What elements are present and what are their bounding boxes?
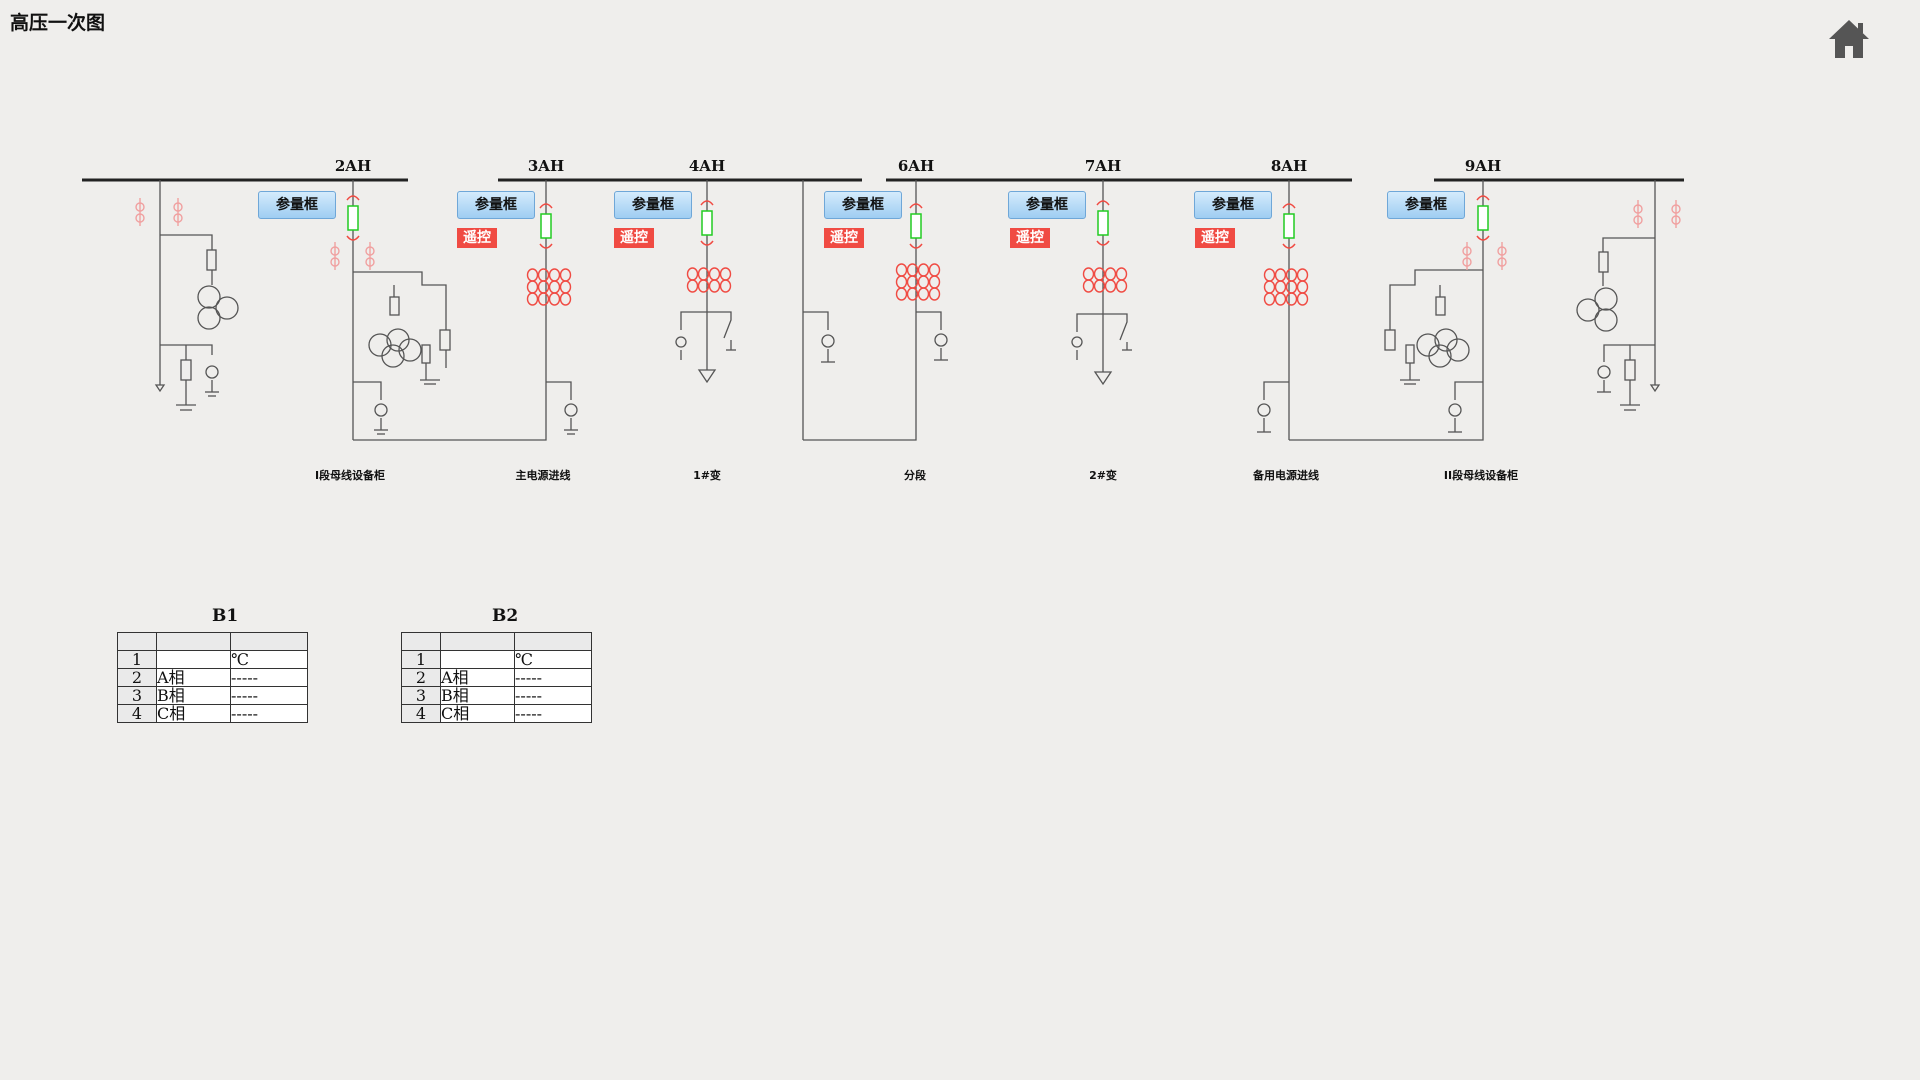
page-title: 高压一次图 — [10, 12, 106, 34]
remote-tag-3[interactable]: 遥控 — [614, 228, 654, 248]
param-button-1[interactable]: 参量框 — [258, 191, 336, 219]
disconnect-bottom-icon — [1282, 243, 1296, 249]
table-row: 1℃ — [117, 650, 308, 669]
surge-arrester-icon — [1671, 200, 1681, 228]
disconnect-bottom-icon — [346, 235, 360, 241]
feeder-label-1: I段母线设备柜 — [314, 469, 386, 482]
breaker-closed-icon[interactable] — [1097, 210, 1109, 236]
surge-arrester-icon — [1462, 242, 1472, 270]
surge-arrester-icon — [135, 198, 145, 226]
surge-arrester-icon — [1497, 242, 1507, 270]
current-transformer-icon — [1263, 268, 1309, 306]
breaker-closed-icon[interactable] — [540, 213, 552, 239]
param-button-6[interactable]: 参量框 — [1194, 191, 1272, 219]
feeder-label-7: II段母线设备柜 — [1443, 469, 1519, 482]
param-button-3[interactable]: 参量框 — [614, 191, 692, 219]
feeder-label-4: 分段 — [904, 469, 926, 482]
disconnect-top-icon — [700, 200, 714, 206]
bus-label-7: 9AH — [1464, 157, 1502, 175]
table-b2-title: B2 — [492, 606, 519, 626]
disconnect-bottom-icon — [700, 240, 714, 246]
remote-tag-5[interactable]: 遥控 — [1010, 228, 1050, 248]
disconnect-top-icon — [539, 203, 553, 209]
bus-label-2: 3AH — [527, 157, 565, 175]
breaker-closed-icon[interactable] — [910, 213, 922, 239]
disconnect-top-icon — [1096, 200, 1110, 206]
current-transformer-icon — [895, 263, 941, 301]
disconnect-top-icon — [909, 203, 923, 209]
disconnect-top-icon — [1476, 195, 1490, 201]
param-button-5[interactable]: 参量框 — [1008, 191, 1086, 219]
surge-arrester-icon — [1633, 200, 1643, 228]
current-transformer-icon — [1082, 267, 1128, 293]
param-button-7[interactable]: 参量框 — [1387, 191, 1465, 219]
bus-label-1: 2AH — [334, 157, 372, 175]
disconnect-bottom-icon — [909, 243, 923, 249]
feeder-label-2: 主电源进线 — [515, 469, 571, 482]
disconnect-bottom-icon — [539, 243, 553, 249]
disconnect-top-icon — [346, 195, 360, 201]
feeder-label-6: 备用电源进线 — [1253, 469, 1319, 482]
bus-label-4: 6AH — [897, 157, 935, 175]
table-row: 1℃ — [401, 650, 592, 669]
disconnect-bottom-icon — [1096, 240, 1110, 246]
param-button-2[interactable]: 参量框 — [457, 191, 535, 219]
bus-label-6: 8AH — [1270, 157, 1308, 175]
remote-tag-4[interactable]: 遥控 — [824, 228, 864, 248]
table-b1-title: B1 — [212, 606, 239, 626]
breaker-closed-icon[interactable] — [347, 205, 359, 231]
current-transformer-icon — [526, 268, 572, 306]
feeder-label-5: 2#变 — [1089, 469, 1117, 482]
bus-label-3: 4AH — [688, 157, 726, 175]
remote-tag-2[interactable]: 遥控 — [457, 228, 497, 248]
disconnect-bottom-icon — [1476, 235, 1490, 241]
feeder-label-3: 1#变 — [693, 469, 721, 482]
home-icon[interactable] — [1826, 16, 1872, 62]
bus-label-5: 7AH — [1084, 157, 1122, 175]
breaker-closed-icon[interactable] — [701, 210, 713, 236]
surge-arrester-icon — [173, 198, 183, 226]
surge-arrester-icon — [365, 242, 375, 270]
surge-arrester-icon — [330, 242, 340, 270]
breaker-closed-icon[interactable] — [1283, 213, 1295, 239]
param-button-4[interactable]: 参量框 — [824, 191, 902, 219]
current-transformer-icon — [686, 267, 732, 293]
disconnect-top-icon — [1282, 203, 1296, 209]
breaker-closed-icon[interactable] — [1477, 205, 1489, 231]
remote-tag-6[interactable]: 遥控 — [1195, 228, 1235, 248]
